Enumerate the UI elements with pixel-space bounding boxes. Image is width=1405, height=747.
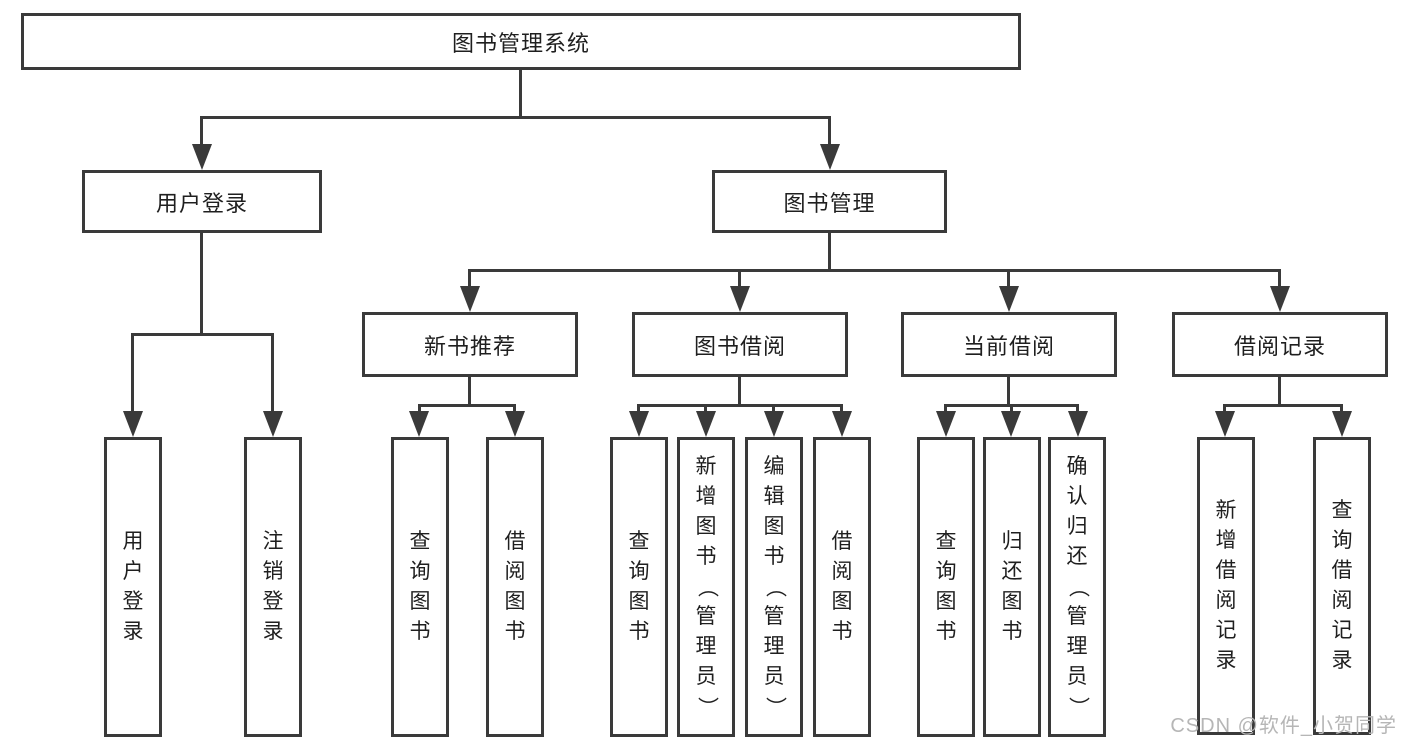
connector-l3-shaft [1278,269,1281,288]
connector-shaft [1223,404,1226,413]
connector-records-split [1223,404,1343,407]
node-add-book-admin: 新增图书（管理员） [677,437,735,737]
connector-shaft [513,404,516,413]
connector-login-leaf2-shaft [271,333,274,413]
connector-shaft [772,404,775,413]
node-user-login: 用户登录 [82,170,322,233]
connector-shaft [944,404,947,413]
node-borrow-books-recommend: 借阅图书 [486,437,544,737]
connector-borrow-split [637,404,843,407]
connector-l3-shaft [738,269,741,288]
connector-shaft [637,404,640,413]
node-confirm-return-admin: 确认归还（管理员） [1048,437,1106,737]
connector-recommend-split [418,404,516,407]
connector-login-stem [200,233,203,335]
node-label: 新书推荐 [423,333,516,359]
arrow-down-icon [1215,411,1235,437]
node-library-system: 图书管理系统 [21,13,1021,70]
arrow-down-icon [936,411,956,437]
connector-l3-shaft [1007,269,1010,288]
connector-shaft [1076,404,1079,413]
connector-login-leaf1-shaft [131,333,134,413]
connector-bookmgmt-stem [828,233,831,271]
arrow-down-icon [263,411,283,437]
node-edit-book-admin: 编辑图书（管理员） [745,437,803,737]
node-book-borrow: 图书借阅 [632,312,848,377]
connector-shaft [1010,404,1013,413]
arrow-down-icon [123,411,143,437]
node-book-management: 图书管理 [712,170,947,233]
connector-current-stem [1007,377,1010,407]
arrow-down-icon [1001,411,1021,437]
arrow-down-icon [192,144,212,170]
connector-records-stem [1278,377,1281,407]
node-query-borrow-record: 查询借阅记录 [1313,437,1371,735]
node-label: 图书管理 [783,190,876,216]
arrow-down-icon [730,286,750,312]
arrow-down-icon [820,144,840,170]
csdn-watermark: CSDN @软件_小贺同学 [1170,715,1397,737]
arrow-down-icon [629,411,649,437]
node-label: 图书借阅 [693,333,786,359]
arrow-down-icon [460,286,480,312]
connector-book-mgmt-shaft [828,116,831,146]
arrow-down-icon [505,411,525,437]
connector-root-stem [519,69,522,118]
arrow-down-icon [1068,411,1088,437]
node-current-borrow: 当前借阅 [901,312,1117,377]
arrow-down-icon [1332,411,1352,437]
arrow-down-icon [832,411,852,437]
arrow-down-icon [409,411,429,437]
node-user-login-leaf: 用户登录 [104,437,162,737]
arrow-down-icon [696,411,716,437]
connector-level3-split [469,269,1281,272]
arrow-down-icon [1270,286,1290,312]
connector-shaft [418,404,421,413]
node-label: 图书管理系统 [451,30,590,56]
connector-user-login-shaft [200,116,203,146]
node-label: 用户登录 [155,190,248,216]
node-query-books-current: 查询图书 [917,437,975,737]
node-label: 借阅记录 [1233,333,1326,359]
connector-level2-split [201,116,831,119]
node-query-books-borrow: 查询图书 [610,437,668,737]
node-new-book-recommend: 新书推荐 [362,312,578,377]
connector-login-split [132,333,274,336]
node-logout-leaf: 注销登录 [244,437,302,737]
node-label: 当前借阅 [962,333,1055,359]
connector-borrow-stem [738,377,741,407]
connector-l3-shaft [468,269,471,288]
connector-shaft [840,404,843,413]
node-borrow-books-borrow: 借阅图书 [813,437,871,737]
arrow-down-icon [764,411,784,437]
connector-recommend-stem [468,377,471,407]
node-add-borrow-record: 新增借阅记录 [1197,437,1255,735]
node-return-books: 归还图书 [983,437,1041,737]
node-borrow-records: 借阅记录 [1172,312,1388,377]
connector-shaft [704,404,707,413]
node-query-books-recommend: 查询图书 [391,437,449,737]
connector-shaft [1340,404,1343,413]
arrow-down-icon [999,286,1019,312]
